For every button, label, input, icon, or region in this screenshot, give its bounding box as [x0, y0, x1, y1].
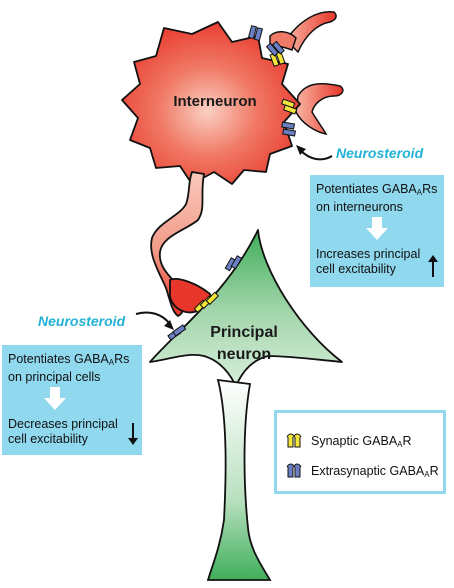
down-arrow-icon [366, 217, 388, 241]
legend-extrasynaptic: Extrasynaptic GABAAR [285, 461, 439, 481]
box-text-line: cell excitability [8, 432, 88, 446]
synaptic-receptor [193, 291, 220, 314]
box-text-line: Decreases principal [8, 417, 118, 431]
synaptic-receptor [281, 98, 298, 115]
down-trend-arrow-icon [128, 423, 138, 445]
neurosteroid-label-interneuron: Neurosteroid [336, 145, 424, 161]
box-text-line: on principal cells [8, 370, 101, 384]
interneuron-dendrite [285, 11, 337, 54]
synaptic-receptor-icon [286, 433, 302, 448]
neurosteroid-arrow [299, 149, 333, 161]
box-text-line: Increases principal [316, 247, 421, 261]
neurosteroid-arrow-head [296, 145, 306, 155]
principal-neuron-label: Principal neuron [204, 322, 284, 366]
extrasynaptic-receptor [265, 40, 285, 57]
extrasynaptic-receptor [247, 25, 264, 42]
box-text-line: Potentiates GABAARs [8, 352, 130, 367]
legend-extrasynaptic-label: Extrasynaptic GABAAR [311, 463, 439, 479]
interneuron-dendrite [295, 82, 344, 136]
box-text-line: cell excitability [316, 262, 396, 276]
neurosteroid-arrow-head [164, 320, 174, 330]
interneuron-effect-box: Potentiates GABAARs on interneurons Incr… [310, 175, 444, 287]
interneuron-soma [121, 21, 301, 185]
legend-synaptic: Synaptic GABAAR [285, 431, 412, 451]
interneuron-axon [150, 170, 206, 318]
principal-label-line2: neuron [216, 346, 272, 363]
extrasynaptic-receptor [167, 324, 187, 341]
up-arrow-icon [428, 255, 438, 277]
neurosteroid-label-principal: Neurosteroid [38, 313, 126, 329]
box-text-line: Potentiates GABAARs [316, 182, 438, 197]
extrasynaptic-receptor [224, 255, 243, 272]
principal-dendrite [206, 378, 272, 581]
principal-label-line1: Principal [210, 324, 278, 341]
legend-synaptic-label: Synaptic GABAAR [311, 433, 412, 449]
interneuron-label: Interneuron [173, 93, 257, 110]
principal-effect-box: Potentiates GABAARs on principal cells D… [2, 345, 142, 455]
extrasynaptic-receptor-icon [286, 463, 302, 478]
extrasynaptic-receptor [281, 121, 297, 137]
neurosteroid-arrow [135, 311, 171, 325]
down-arrow-icon [44, 387, 66, 411]
box-text-line: on interneurons [316, 200, 403, 214]
legend: Synaptic GABAAR Extrasynaptic GABAAR [274, 410, 446, 494]
